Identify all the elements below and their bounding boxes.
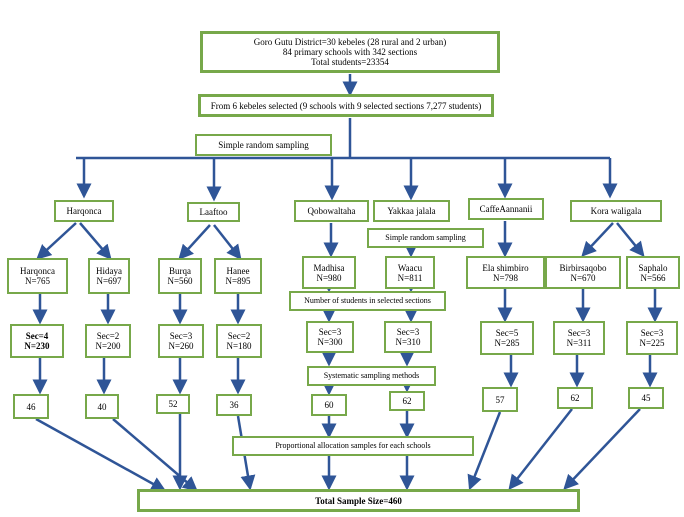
section-n: N=311: [566, 338, 592, 348]
kebele-qobowaltaha: Qobowaltaha: [294, 200, 369, 222]
kebele-caffeannanii: CaffeAannanii: [468, 198, 544, 220]
section-n: N=180: [226, 341, 252, 351]
school-name: Hidaya: [96, 266, 122, 276]
section-n: N=300: [317, 337, 343, 347]
school-saphalo: Saphalo N=566: [626, 256, 680, 289]
section-n: N=260: [168, 341, 194, 351]
section-n: N=230: [24, 341, 50, 351]
section-waacu: Sec=3 N=310: [384, 321, 432, 353]
school-name: Hanee: [226, 266, 250, 276]
school-n: N=811: [397, 272, 423, 283]
sample-ela-shimbiro: 57: [482, 387, 518, 412]
sample-birbirsaqobo: 62: [557, 387, 593, 409]
school-waacu: Waacu N=811: [385, 256, 435, 289]
simple-random-sampling-box: Simple random sampling: [195, 134, 332, 156]
school-n: N=798: [492, 272, 519, 283]
school-harqonca: Harqonca N=765: [7, 258, 68, 294]
section-count: Sec=3: [318, 327, 342, 337]
kebele-harqonca: Harqonca: [54, 200, 114, 222]
school-name: Burqa: [169, 266, 191, 276]
school-name: Madhisa: [313, 262, 345, 273]
sample-harqonca: 46: [13, 394, 49, 419]
district-box: Goro Gutu District=30 kebeles (28 rural …: [200, 31, 500, 73]
sample-waacu: 62: [389, 391, 425, 411]
school-madhisa: Madhisa N=980: [302, 256, 356, 289]
section-count: Sec=4: [25, 331, 49, 341]
district-line-2: 84 primary schools with 342 sections: [282, 47, 418, 57]
section-n: N=285: [494, 338, 520, 348]
simple-random-sampling-box-2: Simple random sampling: [367, 228, 484, 248]
school-ela-shimbiro: Ela shimbiro N=798: [466, 256, 545, 289]
school-name: Birbirsaqobo: [559, 262, 607, 273]
students-in-sections-label: Number of students in selected sections: [289, 291, 446, 311]
section-ela-shimbiro: Sec=5 N=285: [480, 321, 534, 355]
section-count: Sec=3: [567, 328, 591, 338]
school-birbirsaqobo: Birbirsaqobo N=670: [545, 256, 621, 289]
sample-hidaya: 40: [85, 394, 119, 419]
school-hanee: Hanee N=895: [214, 258, 262, 294]
section-birbirsaqobo: Sec=3 N=311: [553, 321, 605, 355]
school-n: N=566: [640, 272, 666, 283]
school-n: N=765: [24, 276, 51, 286]
section-n: N=310: [395, 337, 421, 347]
section-n: N=200: [95, 341, 121, 351]
school-name: Waacu: [397, 262, 423, 273]
section-count: Sec=2: [96, 331, 120, 341]
school-name: Ela shimbiro: [482, 262, 529, 273]
school-n: N=560: [167, 276, 193, 286]
school-n: N=697: [96, 276, 122, 286]
total-sample-size-box: Total Sample Size=460: [137, 489, 580, 512]
sample-hanee: 36: [216, 394, 252, 416]
proportional-allocation-label: Proportional allocation samples for each…: [232, 436, 474, 456]
school-n: N=980: [316, 272, 342, 283]
kebele-kora-waligala: Kora waligala: [570, 200, 662, 222]
systematic-sampling-label: Systematic sampling methods: [307, 366, 436, 386]
section-count: Sec=2: [227, 331, 251, 341]
school-hidaya: Hidaya N=697: [88, 258, 130, 294]
section-burqa: Sec=3 N=260: [158, 324, 204, 358]
section-saphalo: Sec=3 N=225: [626, 321, 678, 355]
selected-kebeles-box: From 6 kebeles selected (9 schools with …: [198, 94, 494, 117]
section-count: Sec=3: [640, 328, 664, 338]
section-count: Sec=3: [169, 331, 193, 341]
section-madhisa: Sec=3 N=300: [306, 321, 354, 353]
school-n: N=670: [570, 272, 596, 283]
school-name: Saphalo: [638, 262, 668, 273]
section-count: Sec=5: [495, 328, 519, 338]
sample-madhisa: 60: [311, 394, 347, 416]
kebele-yakkaa-jalala: Yakkaa jalala: [373, 200, 450, 222]
sample-saphalo: 45: [628, 387, 664, 409]
kebele-laaftoo: Laaftoo: [187, 202, 240, 222]
section-harqonca: Sec=4 N=230: [10, 324, 64, 358]
sample-burqa: 52: [156, 394, 190, 414]
section-count: Sec=3: [396, 327, 420, 337]
district-line-1: Goro Gutu District=30 kebeles (28 rural …: [253, 37, 447, 47]
section-hanee: Sec=2 N=180: [216, 324, 262, 358]
section-n: N=225: [639, 338, 665, 348]
district-line-3: Total students=23354: [311, 57, 389, 67]
school-name: Harqonca: [20, 266, 55, 276]
section-hidaya: Sec=2 N=200: [85, 324, 131, 358]
school-burqa: Burqa N=560: [158, 258, 202, 294]
school-n: N=895: [225, 276, 251, 286]
